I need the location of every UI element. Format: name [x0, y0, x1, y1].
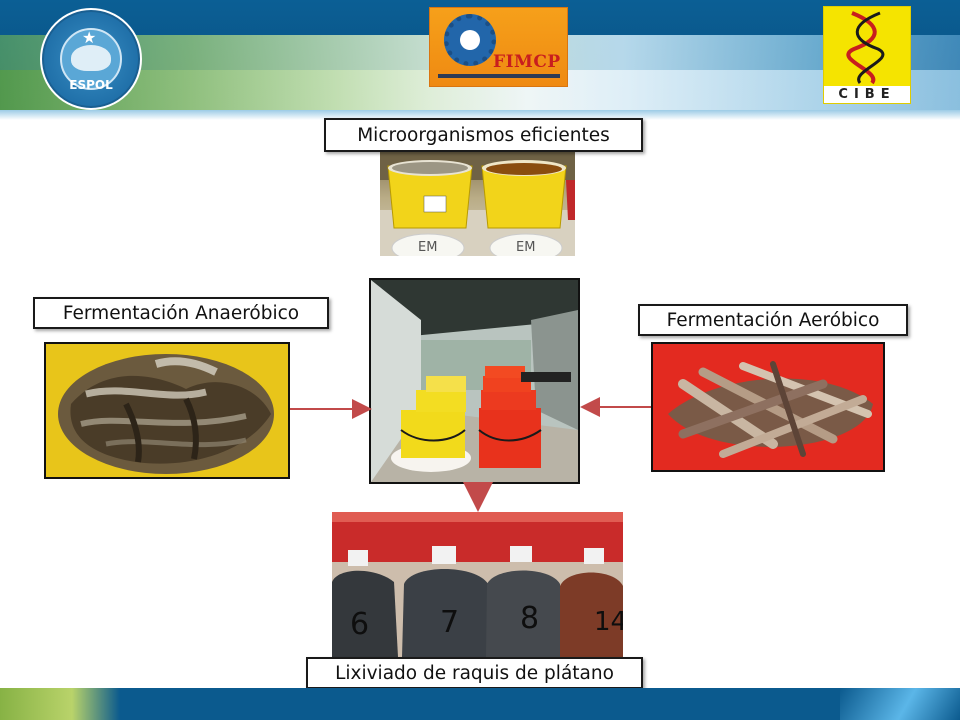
caption-microorganisms: Microorganismos eficientes [324, 118, 643, 152]
photo-leachate-bottles: 6 7 8 14 [332, 512, 623, 657]
footer-banana-decor [0, 688, 120, 720]
photo-greenhouse-buckets [369, 278, 580, 484]
footer-banner [0, 688, 960, 720]
caption-leachate: Lixiviado de raquis de plátano [306, 657, 643, 689]
bottle-1: 6 [332, 550, 398, 657]
star-icon: ★ [82, 28, 97, 47]
bottle-4: 14 [560, 548, 623, 657]
fimcp-underline [438, 74, 560, 78]
caption-anaerobic: Fermentación Anaeróbico [33, 297, 329, 329]
footer-wave-decor [840, 688, 960, 720]
bottle-3: 8 [486, 546, 560, 657]
turtle-icon [71, 45, 111, 71]
bottle-number-2: 7 [440, 605, 459, 640]
dna-helix-icon [846, 11, 885, 85]
bottle-number-4: 14 [594, 607, 623, 637]
espol-seal-logo: ★ ESPOL [40, 8, 142, 110]
cibe-logo: CIBE [823, 6, 911, 104]
photo-microorganisms-buckets: EM EM [380, 150, 575, 256]
seal-label: ESPOL [69, 78, 113, 92]
fimcp-label: FIMCP [493, 52, 561, 72]
bucket-right-label: EM [516, 240, 535, 255]
gear-core [460, 30, 480, 50]
fimcp-logo: FIMCP [429, 7, 568, 87]
bucket-left-label: EM [418, 240, 437, 255]
photo-aerobic-fermentation [651, 342, 885, 472]
header-fade [0, 110, 960, 120]
bottle-number-3: 8 [520, 601, 539, 636]
cibe-label: CIBE [824, 86, 910, 103]
photo-anaerobic-fermentation [44, 342, 290, 479]
bottle-2: 7 [402, 546, 490, 657]
caption-aerobic: Fermentación Aeróbico [638, 304, 908, 336]
bottle-number-1: 6 [350, 607, 369, 642]
